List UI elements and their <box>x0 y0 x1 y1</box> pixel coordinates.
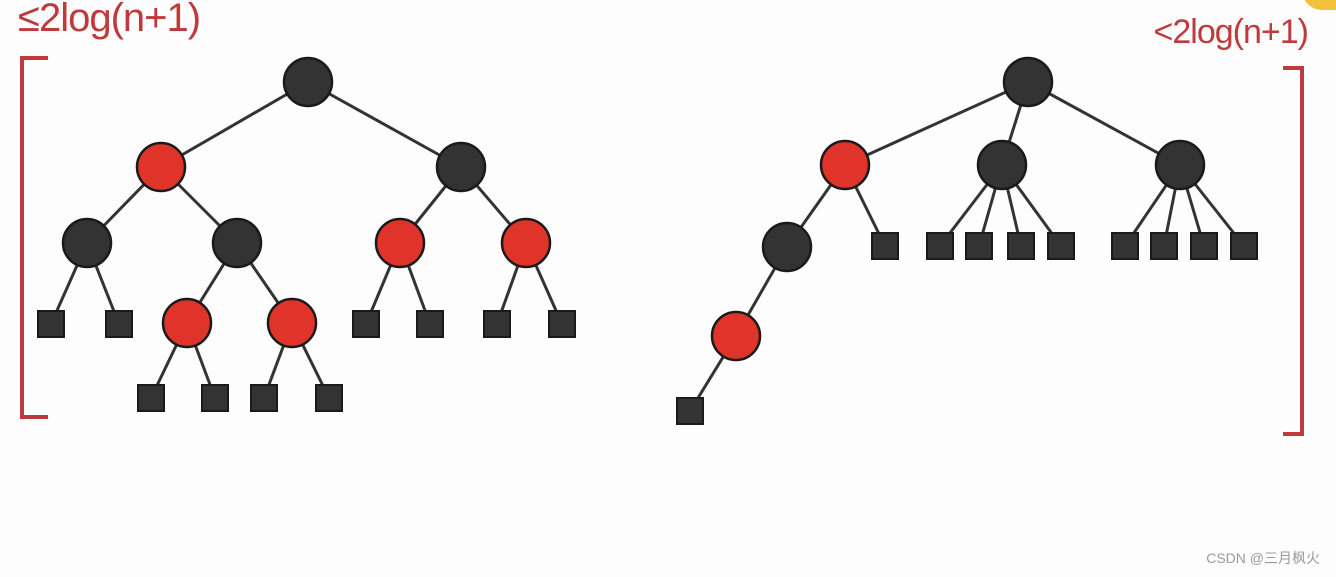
nil-leaf <box>1047 232 1075 260</box>
red-node <box>819 139 871 191</box>
tree-edge <box>160 80 309 169</box>
tree-edge <box>844 80 1029 167</box>
nil-leaf <box>1111 232 1139 260</box>
right-height-bound-label: <2log(n+1) <box>1153 13 1309 51</box>
right-tree <box>676 56 1258 425</box>
red-node <box>266 297 318 349</box>
nil-leaf <box>416 310 444 338</box>
nil-leaf <box>676 397 704 425</box>
left-height-bracket <box>20 56 48 419</box>
nil-leaf <box>483 310 511 338</box>
left-bracket-line <box>20 56 48 419</box>
nil-leaf <box>926 232 954 260</box>
nil-leaf <box>201 384 229 412</box>
black-node <box>211 217 263 269</box>
left-height-bound-label: ≤2log(n+1) <box>18 0 201 40</box>
left-tree-edges <box>49 80 564 399</box>
right-height-bracket <box>1283 66 1304 436</box>
black-node <box>976 139 1028 191</box>
red-node <box>710 310 762 362</box>
nil-leaf <box>965 232 993 260</box>
tree-edge <box>307 80 462 169</box>
black-node <box>1002 56 1054 108</box>
corner-decoration <box>1302 0 1336 10</box>
red-node <box>161 297 213 349</box>
red-node <box>500 217 552 269</box>
nil-leaf <box>352 310 380 338</box>
nil-leaf <box>105 310 133 338</box>
nil-leaf <box>37 310 65 338</box>
nil-leaf <box>1007 232 1035 260</box>
nil-leaf <box>871 232 899 260</box>
black-node <box>435 141 487 193</box>
right-bracket-line <box>1283 66 1304 436</box>
nil-leaf <box>250 384 278 412</box>
watermark: CSDN @三月枫火 <box>1206 550 1320 566</box>
black-node <box>1154 139 1206 191</box>
left-tree <box>37 56 576 412</box>
nil-leaf <box>548 310 576 338</box>
red-node <box>374 217 426 269</box>
left-tree-nodes <box>37 56 576 412</box>
red-node <box>135 141 187 193</box>
black-node <box>61 217 113 269</box>
black-node <box>282 56 334 108</box>
nil-leaf <box>315 384 343 412</box>
black-node <box>761 221 813 273</box>
nil-leaf <box>1150 232 1178 260</box>
nil-leaf <box>1190 232 1218 260</box>
nil-leaf <box>1230 232 1258 260</box>
tree-edge <box>1027 80 1181 167</box>
right-tree-nodes <box>676 56 1258 425</box>
nil-leaf <box>137 384 165 412</box>
